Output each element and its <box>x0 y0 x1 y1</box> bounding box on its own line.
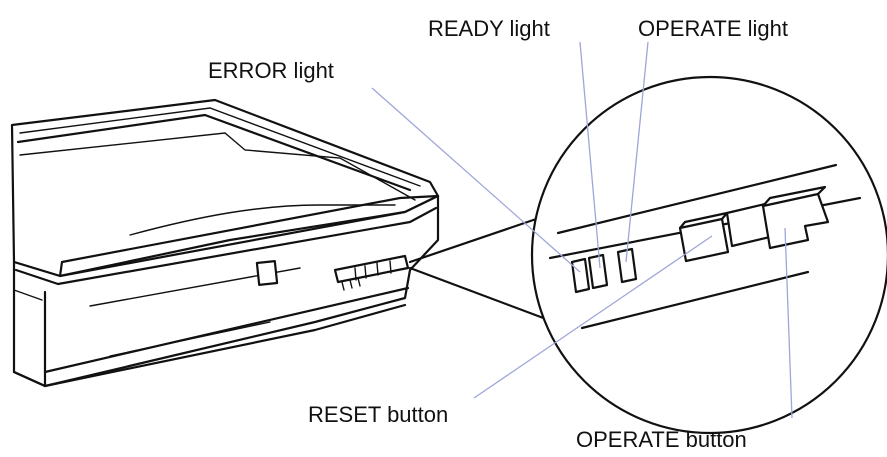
indicator-light-error <box>570 257 591 294</box>
leader-error-light <box>371 87 581 273</box>
leader-operate-light <box>625 41 649 263</box>
panel-top-edge <box>556 163 838 235</box>
label-error-light: ERROR light <box>208 58 334 83</box>
scanner-illustration <box>10 98 440 388</box>
lid-top-edge <box>19 107 421 187</box>
label-operate-light: OPERATE light <box>638 16 788 41</box>
base-foot <box>12 303 407 388</box>
base-side-line <box>13 289 43 301</box>
base-bottom-step <box>43 286 410 374</box>
callout-labels: READY light OPERATE light ERROR light RE… <box>208 16 788 452</box>
panel-bottom-edge <box>580 270 810 330</box>
leader-lines <box>371 41 793 419</box>
reset-button-shape <box>678 217 730 263</box>
lid-front-bevel <box>58 194 440 278</box>
leader-ready-light <box>579 41 601 269</box>
leader-reset-button <box>473 235 713 399</box>
magnified-detail <box>530 75 887 435</box>
operate-button-top <box>761 185 827 208</box>
lid-crease <box>19 132 416 201</box>
label-operate-button: OPERATE button <box>576 427 747 452</box>
base-detail-line-2 <box>109 321 271 357</box>
scanner-panel-slits <box>341 277 361 291</box>
leader-operate-button <box>784 227 793 419</box>
reset-button-top <box>678 211 729 230</box>
lid-inner-panel <box>16 113 412 192</box>
indicator-light-ready <box>587 253 609 290</box>
scanner-logo <box>255 260 279 286</box>
label-reset-button: RESET button <box>308 402 448 427</box>
scanner-panel-keys <box>354 260 392 281</box>
base-top-edge <box>14 206 438 286</box>
label-ready-light: READY light <box>428 16 550 41</box>
lid-inner-curve <box>129 204 396 236</box>
